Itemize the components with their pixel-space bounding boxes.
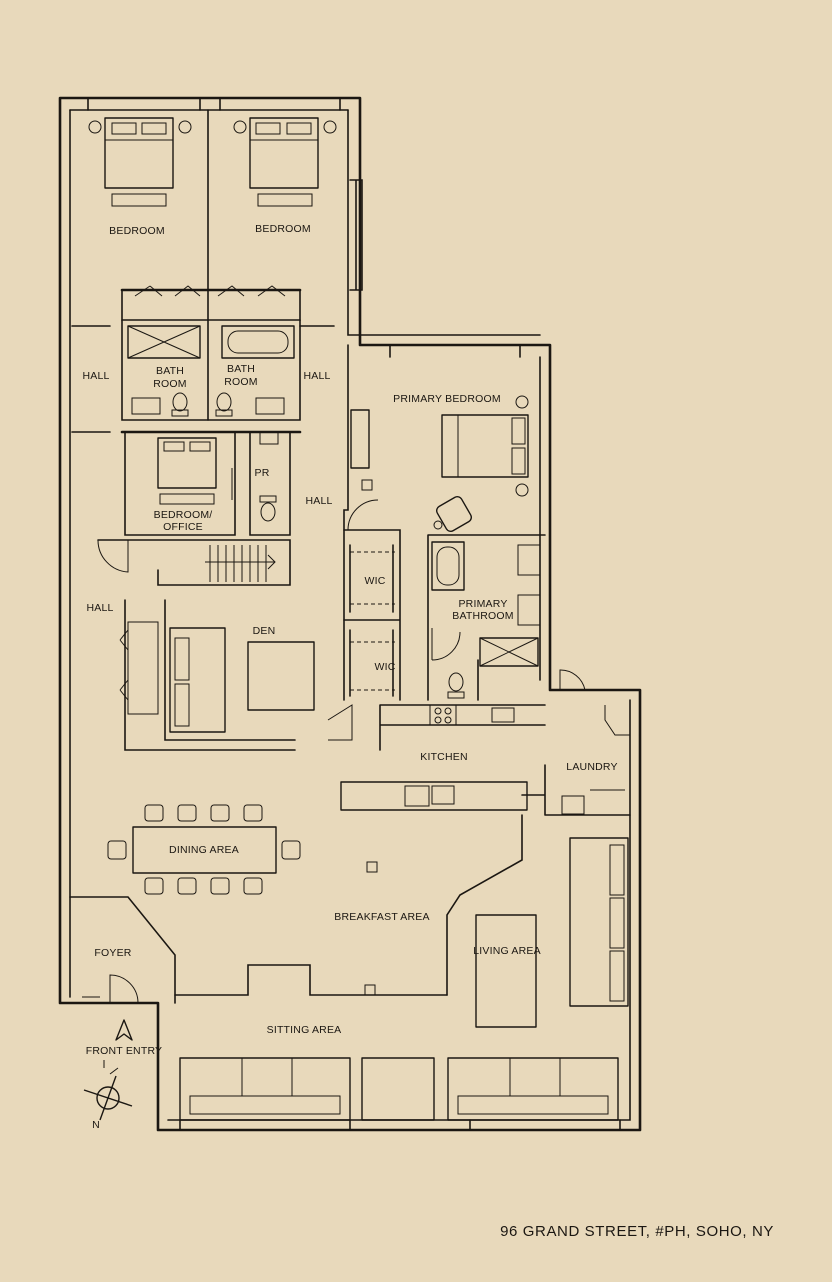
room-label-bathroom-2-line2: ROOM [224, 376, 257, 388]
primary-suite [343, 344, 546, 701]
dining-table-icon [132, 826, 277, 874]
armchair-icon [436, 496, 472, 532]
room-label-bathroom-1: BATH [156, 365, 184, 377]
vanity-icon [131, 397, 161, 415]
stove-burner-icon [444, 716, 452, 724]
room-label-bedroom-2: BEDROOM [255, 223, 311, 235]
toilet-icon [172, 392, 188, 412]
room-label-wic-2: WIC [374, 661, 395, 673]
nightstand-lamp-icon [233, 120, 247, 134]
pillow-icon [255, 122, 281, 135]
room-labels: BEDROOM BEDROOM HALL BATH ROOM BATH ROOM… [82, 223, 617, 1057]
den-area [119, 599, 315, 751]
room-label-kitchen: KITCHEN [420, 751, 468, 763]
nightstand-lamp-icon [178, 120, 192, 134]
bath-core [71, 285, 335, 433]
nightstand-lamp-icon [323, 120, 337, 134]
sink-icon [431, 785, 455, 805]
room-label-primary-bathroom: PRIMARY [458, 598, 507, 610]
room-label-primary-bathroom-line2: BATHROOM [452, 610, 514, 622]
pillow-icon [286, 122, 312, 135]
vanity-icon [517, 544, 541, 576]
dresser-icon [350, 409, 370, 469]
pillow-icon [141, 122, 167, 135]
room-label-dining-area: DINING AREA [169, 844, 239, 856]
room-label-living-area: LIVING AREA [473, 945, 541, 957]
nightstand-lamp-icon [515, 395, 529, 409]
coffee-table-icon [475, 914, 537, 1028]
bench-icon [361, 1057, 435, 1121]
stove-burner-icon [444, 707, 452, 715]
shower-icon [127, 325, 201, 359]
room-label-pr: PR [255, 467, 270, 479]
sofa-icon [179, 1057, 351, 1121]
sink-icon [259, 431, 279, 445]
room-label-hall-2: HALL [303, 370, 330, 382]
bench-icon [257, 193, 313, 207]
north-label: N [92, 1119, 100, 1131]
bed-icon [249, 117, 319, 189]
bed-icon [104, 117, 174, 189]
sofa-icon [169, 627, 226, 733]
kitchen-area [327, 669, 631, 816]
column-icon [364, 984, 376, 996]
bench-icon [111, 193, 167, 207]
stove-burner-icon [434, 716, 442, 724]
room-label-den: DEN [253, 625, 276, 637]
sofa-icon [569, 837, 629, 1007]
bathtub-icon [431, 541, 465, 591]
room-label-wic-1: WIC [364, 575, 385, 587]
room-label-sitting-area: SITTING AREA [267, 1024, 342, 1036]
room-label-breakfast-area: BREAKFAST AREA [334, 911, 429, 923]
toilet-icon [216, 392, 232, 412]
bedroom-office-area [97, 430, 302, 586]
bedroom-1-area [88, 109, 337, 291]
bookshelf-icon [127, 621, 159, 715]
stove-burner-icon [434, 707, 442, 715]
dining-area [107, 804, 378, 996]
nightstand-lamp-icon [515, 483, 529, 497]
room-label-bedroom-1: BEDROOM [109, 225, 165, 237]
pillow-icon [111, 122, 137, 135]
room-label-hall-4: HALL [86, 602, 113, 614]
foyer-sitting [69, 896, 619, 1121]
bathtub-icon [221, 325, 295, 359]
room-label-primary-bedroom: PRIMARY BEDROOM [393, 393, 501, 405]
room-label-foyer: FOYER [94, 947, 131, 959]
room-label-hall-3: HALL [305, 495, 332, 507]
room-label-bathroom-2: BATH [227, 363, 255, 375]
room-label-bedroom-office: BEDROOM/ [154, 509, 213, 521]
bed-icon [441, 414, 529, 478]
toilet-icon [260, 502, 276, 522]
coffee-table-icon [247, 641, 315, 711]
nightstand-lamp-icon [88, 120, 102, 134]
vanity-icon [517, 594, 541, 626]
sofa-icon [447, 1057, 619, 1121]
room-label-front-entry: FRONT ENTRY [86, 1045, 163, 1057]
sink-icon [561, 795, 585, 815]
shower-icon [479, 637, 539, 667]
bench-icon [159, 493, 215, 505]
column-icon [366, 861, 378, 873]
vanity-icon [255, 397, 285, 415]
entry-arrow-icon [115, 1019, 133, 1041]
toilet-icon [448, 672, 464, 692]
living-area [446, 814, 629, 1028]
north-compass-icon: N [83, 1060, 133, 1131]
bed-icon [157, 437, 217, 489]
room-label-hall-1: HALL [82, 370, 109, 382]
address-caption: 96 GRAND STREET, #PH, SOHO, NY [500, 1223, 774, 1240]
room-label-laundry: LAUNDRY [566, 761, 617, 773]
kitchen-island-icon [340, 781, 528, 811]
room-label-bathroom-1-line2: ROOM [153, 378, 186, 390]
room-label-bedroom-office-line2: OFFICE [163, 521, 203, 533]
chair-icon [107, 804, 301, 895]
exterior-walls [58, 96, 642, 1132]
